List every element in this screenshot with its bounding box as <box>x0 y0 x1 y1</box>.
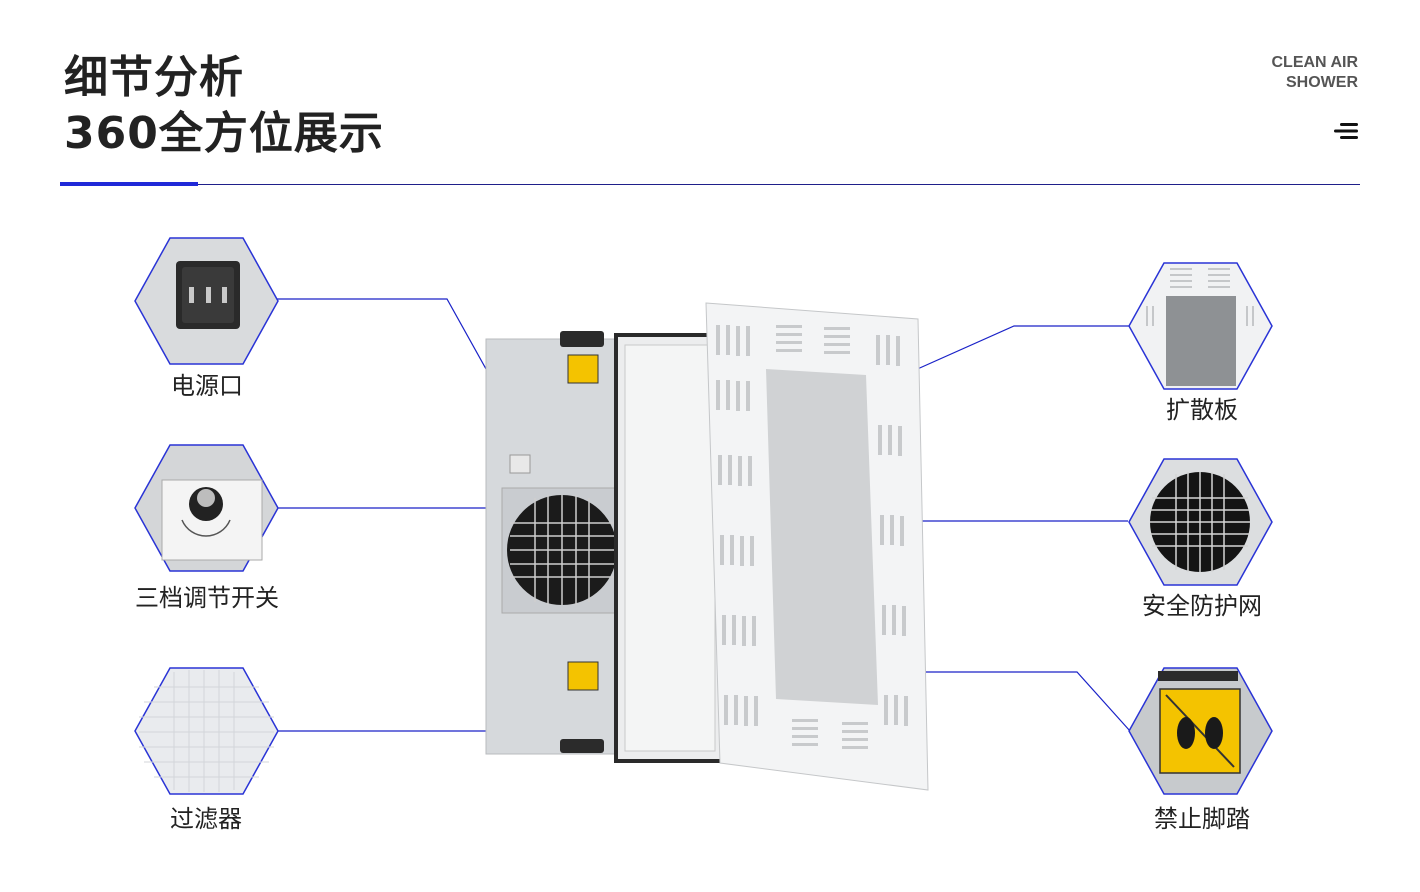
callout-label-safety-grille: 安全防护网 <box>1142 592 1262 620</box>
brand-text: CLEAN AIR SHOWER <box>1271 53 1358 93</box>
menu-icon[interactable] <box>1334 121 1360 141</box>
callout-label-power-port: 电源口 <box>171 372 243 400</box>
callout-label-diffuser-plate: 扩散板 <box>1166 396 1238 424</box>
filter-hexagon <box>134 667 279 795</box>
callout-label-speed-switch: 三档调节开关 <box>135 584 279 612</box>
speed-switch-hexagon <box>134 444 279 572</box>
power-port-hexagon <box>134 237 279 365</box>
page-title: 细节分析 360全方位展示 <box>64 50 384 162</box>
safety-grille-hexagon <box>1128 458 1273 586</box>
title-line-2: 360全方位展示 <box>64 108 384 159</box>
callout-label-filter: 过滤器 <box>170 805 242 833</box>
no-stepping-hexagon <box>1128 667 1273 795</box>
ffu-product-image <box>485 302 929 791</box>
header-divider <box>60 184 1360 185</box>
brand-line-1: CLEAN AIR <box>1271 54 1358 71</box>
diffuser-plate-hexagon <box>1128 262 1273 390</box>
callout-label-no-stepping: 禁止脚踏 <box>1154 805 1250 833</box>
brand-line-2: SHOWER <box>1286 74 1358 91</box>
title-line-1: 细节分析 <box>64 52 244 103</box>
header-divider-accent <box>60 182 198 186</box>
